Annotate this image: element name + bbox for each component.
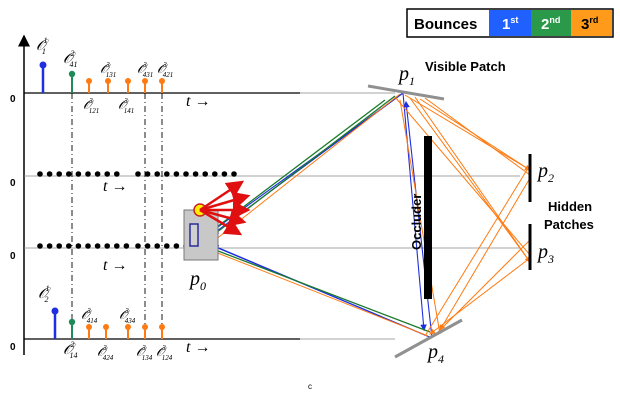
timeline-dot [173,243,180,249]
svg-text:𝒪11: 𝒪11 [36,36,49,56]
bounces-legend: Bounces 1st 2nd 3rd [406,8,614,38]
label-p0: p0 [188,268,206,293]
timeline-dot [144,243,151,249]
hidden-patches-label-1: Hidden [548,199,592,214]
timeline-dot [94,243,101,249]
zero-label-1: 0 [10,94,16,105]
legend-label-1st: 1st [502,15,518,33]
legend-swatch-3rd [571,10,612,36]
legend-title: Bounces [414,16,477,33]
legend-label-2nd: 2nd [541,15,560,33]
timeline-dot [123,243,130,249]
legend-label-3rd: 3rd [581,15,598,33]
timeline-dot [46,243,53,249]
timeline-dot [202,171,208,177]
legend-swatch-1st [489,10,531,36]
label-p4: p4 [426,341,444,366]
timeline-dot [135,171,141,177]
zero-label-3: 0 [10,251,16,262]
timeline-dot [85,243,91,249]
timeline-dot [135,243,141,249]
figure-caption: c [308,382,312,391]
t-label-1: t → [186,93,210,110]
timeline-dot [212,171,218,177]
timeline-dot [183,171,189,177]
second-bounce-paths [204,95,431,333]
t-label-4: t → [186,339,210,356]
row1-stems [39,61,165,93]
timeline-dot [66,171,72,177]
timeline-dot [37,243,43,249]
legend-swatch-2nd [531,10,571,36]
timeline-dot [221,171,228,177]
svg-text:𝒪12: 𝒪12 [38,284,51,304]
zero-label-4: 0 [10,342,16,353]
timeline-dot [114,171,120,177]
time-guides [71,93,163,339]
timeline-dot [46,171,53,177]
timeline-dot [94,171,101,177]
timeline-dot [104,171,110,177]
timeline-dot [104,243,110,249]
third-bounce-paths [209,93,531,337]
timeline-dot [173,171,180,177]
timeline-dot [154,171,160,177]
timeline-dot [75,243,82,249]
visible-patch-label: Visible Patch [425,59,506,74]
t-label-3: t → [103,257,127,274]
timeline-dot [114,243,120,249]
zero-label-2: 0 [10,178,16,189]
t-label-2: t → [103,178,127,195]
timeline-dot [192,171,199,177]
timeline-dot [75,171,82,177]
timeline-dot [231,171,237,177]
timeline-dot [56,171,62,177]
laser-rays [199,180,251,236]
visible-patch-p4 [394,318,463,359]
timeline-dot [144,171,151,177]
visible-patch-p1 [367,84,445,101]
timeline-dot [66,243,72,249]
timeline-dot [154,243,160,249]
timeline-dot [37,171,43,177]
occluder-bar [424,136,432,299]
timeline-dot [85,171,91,177]
row4-stems [51,307,165,339]
label-p2: p2 [536,160,554,185]
timeline-dot [56,243,62,249]
timeline-dot [164,171,170,177]
timeline-dot [164,243,170,249]
label-p3: p3 [536,241,554,266]
first-bounce-paths [199,92,433,339]
occluder-label: Occluder [409,194,424,250]
hidden-patches-label-2: Patches [544,217,594,232]
label-p1: p1 [397,63,415,88]
